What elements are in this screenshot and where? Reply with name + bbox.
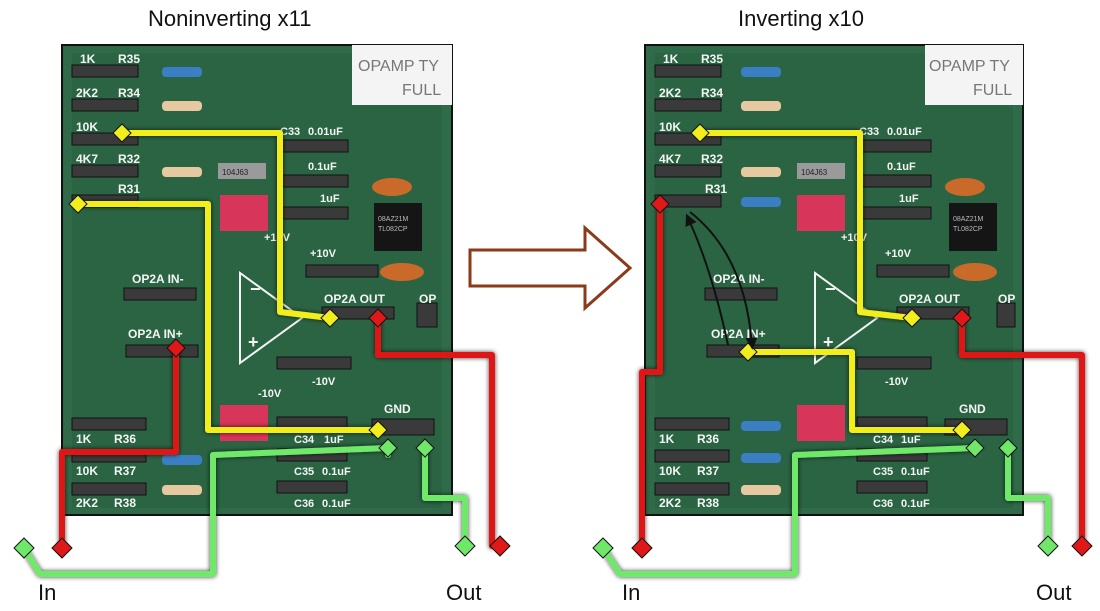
c36-label: C36 — [294, 498, 314, 510]
r38-value-r: 2K2 — [659, 496, 681, 510]
r31-ref-r: R31 — [705, 182, 727, 196]
r35-ref-r: R35 — [701, 52, 723, 66]
out-label: OP2A OUT — [324, 292, 386, 306]
r34-ref-r: R34 — [701, 86, 723, 100]
label-in-left: In — [38, 580, 56, 606]
r32-value: 4K7 — [76, 152, 98, 166]
c36-value: 0.1uF — [322, 498, 351, 510]
c31-value: 1uF — [320, 193, 340, 205]
gnd-label: GND — [384, 402, 411, 416]
c35-value-r: 0.1uF — [901, 466, 930, 478]
film-cap-top-r — [797, 195, 845, 231]
supply-neg-label-r: -10V — [885, 376, 909, 388]
chip-line1-r: 08AZ21M — [953, 216, 984, 223]
out-label-r: OP2A OUT — [899, 292, 961, 306]
r35-ref: R35 — [118, 52, 140, 66]
r34-ref: R34 — [118, 86, 140, 100]
r33-value: 10K — [76, 120, 98, 134]
c34-value-r: 1uF — [901, 434, 921, 446]
supply-neg-label: -10V — [312, 376, 336, 388]
label-out-left: Out — [446, 580, 481, 606]
r34-value-r: 2K2 — [659, 86, 681, 100]
c34-label: C34 — [294, 434, 315, 446]
in-plus-label: OP2A IN+ — [128, 327, 183, 341]
brand-line1-r: OPAMP TY — [929, 58, 1010, 75]
supply-pos-label-2-r: +10V — [841, 232, 868, 244]
r31-ref: R31 — [118, 182, 140, 196]
electrolytic-cap-2 — [380, 263, 424, 281]
c33-label: C33 — [280, 126, 300, 138]
gnd-label-r: GND — [959, 402, 986, 416]
r36-value-r: 1K — [659, 432, 675, 446]
opamp-minus: − — [250, 279, 261, 299]
electrolytic-cap — [372, 178, 412, 196]
supply-neg-label-2: -10V — [258, 388, 282, 400]
r38-value: 2K2 — [76, 496, 98, 510]
opamp-minus-r: − — [825, 279, 836, 299]
electrolytic-cap-2-r — [953, 263, 997, 281]
supply-pos-label-r: +10V — [885, 248, 912, 260]
r37-ref: R37 — [114, 464, 136, 478]
out-label-2-r: OP — [998, 292, 1015, 306]
c35-label-r: C35 — [873, 466, 893, 478]
c34-label-r: C34 — [873, 434, 894, 446]
r35-value: 1K — [80, 52, 96, 66]
r34-value: 2K2 — [76, 86, 98, 100]
film-cap-top — [220, 195, 268, 231]
r37-value: 10K — [76, 464, 98, 478]
r36-ref: R36 — [114, 432, 136, 446]
film-cap-bottom-r — [797, 405, 845, 441]
in-plus-label-r: OP2A IN+ — [711, 327, 766, 341]
r36-value: 1K — [76, 432, 92, 446]
r37-value-r: 10K — [659, 464, 681, 478]
c36-label-r: C36 — [873, 498, 893, 510]
brand-line2-r: FULL — [973, 82, 1012, 99]
out-label-2: OP — [419, 292, 436, 306]
board-inverting: OPAMP TY FULL 1K R35 2K2 R34 10K 4K7 R32… — [645, 45, 1023, 515]
r32-value-r: 4K7 — [659, 152, 681, 166]
brand-line1: OPAMP TY — [358, 58, 439, 75]
brand-line2: FULL — [402, 82, 441, 99]
cap-code-r: 104J63 — [801, 168, 828, 177]
in-minus-label: OP2A IN- — [132, 272, 184, 286]
c35-value: 0.1uF — [322, 466, 351, 478]
electrolytic-cap-r — [945, 178, 985, 196]
chip-line2-r: TL082CP — [953, 226, 983, 233]
c32-value: 0.1uF — [308, 161, 337, 173]
transition-arrow — [470, 228, 630, 308]
label-in-right: In — [622, 580, 640, 606]
r32-ref: R32 — [118, 152, 140, 166]
r32-ref-r: R32 — [701, 152, 723, 166]
supply-pos-label: +10V — [310, 248, 337, 260]
r33-value-r: 10K — [659, 120, 681, 134]
chip-line2: TL082CP — [378, 226, 408, 233]
c35-label: C35 — [294, 466, 314, 478]
c33-value: 0.01uF — [308, 126, 343, 138]
chip-line1: 08AZ21M — [378, 216, 409, 223]
r37-ref-r: R37 — [697, 464, 719, 478]
c36-value-r: 0.1uF — [901, 498, 930, 510]
film-cap-bottom — [220, 405, 268, 441]
c34-value: 1uF — [324, 434, 344, 446]
r35-value-r: 1K — [663, 52, 679, 66]
r38-ref-r: R38 — [697, 496, 719, 510]
opamp-plus: + — [248, 332, 259, 352]
label-out-right: Out — [1036, 580, 1071, 606]
c32-value-r: 0.1uF — [887, 161, 916, 173]
c31-value-r: 1uF — [899, 193, 919, 205]
c33-value-r: 0.01uF — [887, 126, 922, 138]
r36-ref-r: R36 — [697, 432, 719, 446]
cap-code: 104J63 — [222, 168, 249, 177]
r38-ref: R38 — [114, 496, 136, 510]
